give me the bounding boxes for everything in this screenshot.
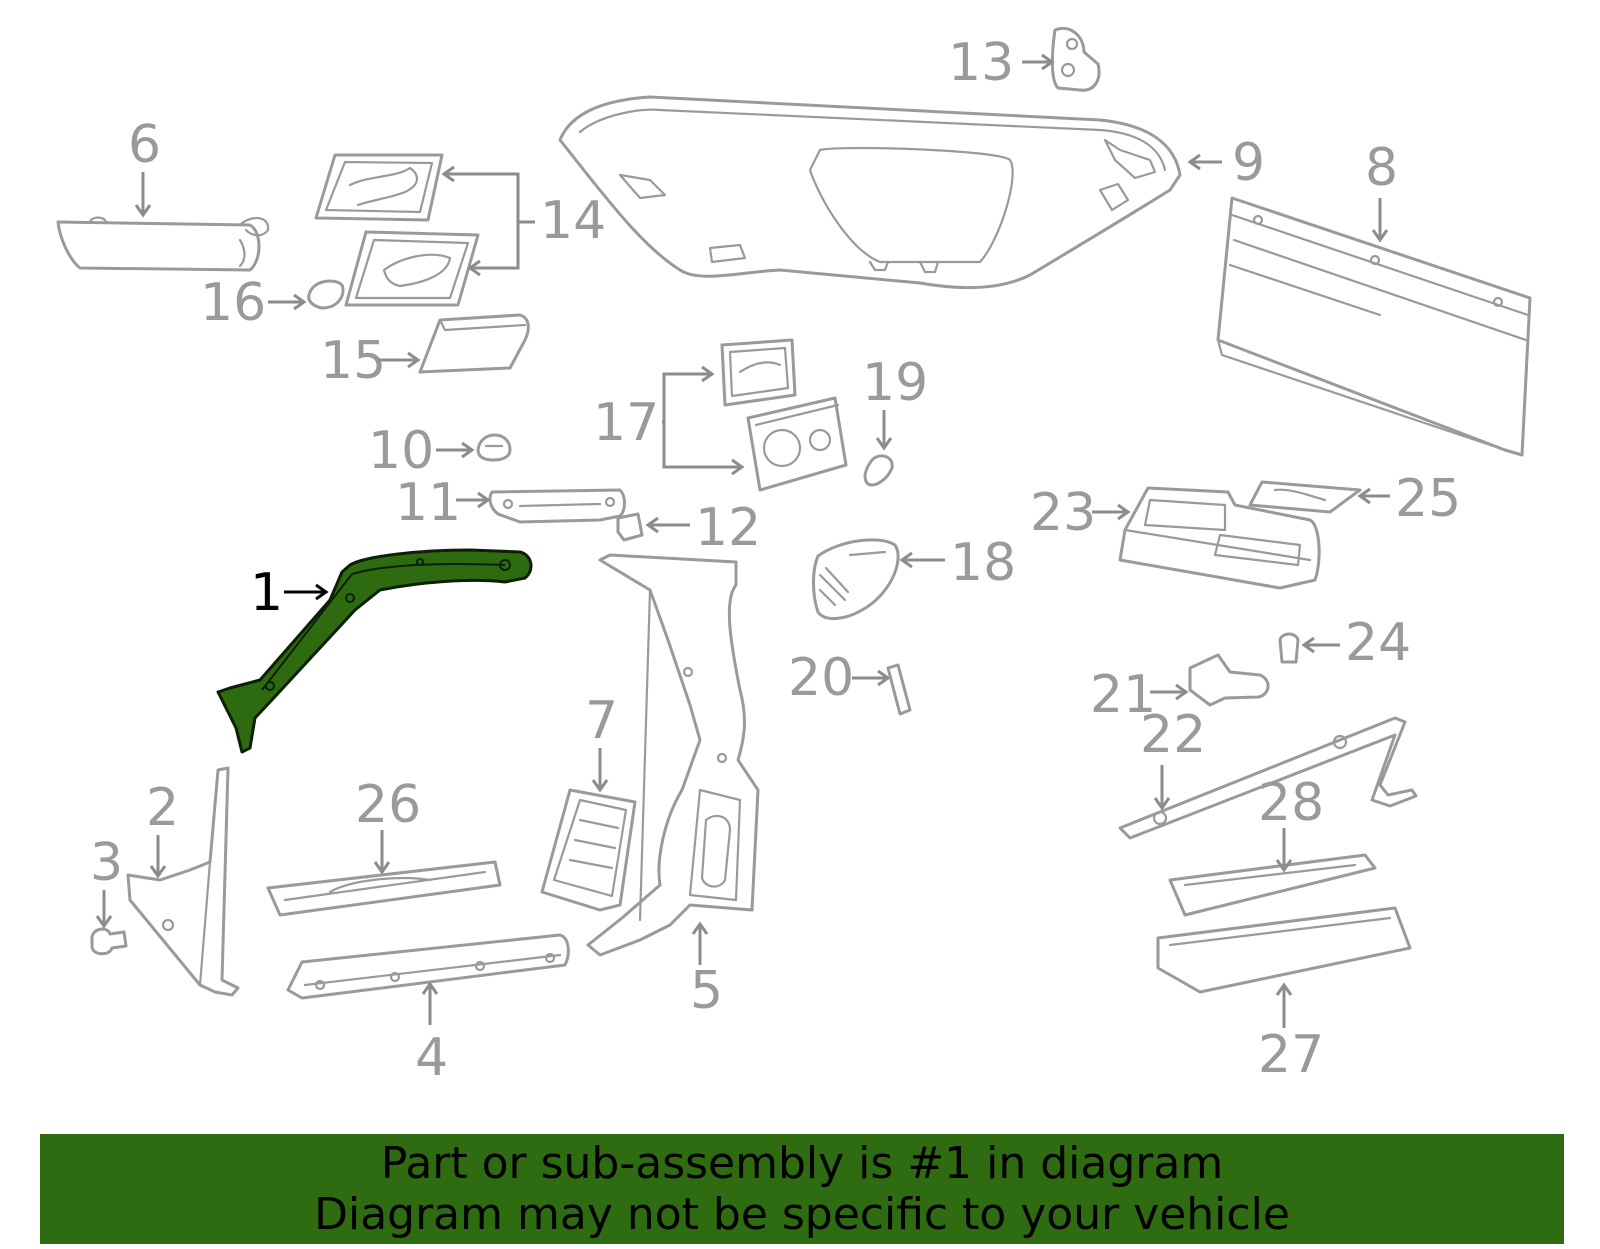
leader-20-arrow [877,669,891,687]
leader-11-arrow [477,491,491,509]
callout-13: 13 [948,33,1014,93]
part-12-cap[interactable] [616,512,644,542]
part-13-coat-hook[interactable] [1050,27,1101,92]
callout-4: 4 [415,1028,448,1088]
callout-15: 15 [320,331,386,391]
leader-14b [470,222,520,270]
callout-20: 20 [788,648,854,708]
leader-14a-arrow [441,165,455,183]
callout-21: 21 [1090,665,1156,725]
callout-10: 10 [368,421,434,481]
banner-line-1: Part or sub-assembly is #1 in diagram [380,1138,1224,1189]
leader-18-arrow [899,551,913,569]
part-17-overhead-console[interactable] [720,338,848,492]
leader-17a [662,372,712,424]
leader-22-arrow [1153,797,1171,811]
part-11-grab-handle[interactable] [488,488,626,524]
leader-4-arrow [421,981,439,995]
callout-27: 27 [1258,1025,1324,1085]
leader-2-arrow [149,865,167,879]
part-22-strap-rod[interactable] [1118,716,1418,840]
leader-14b-arrow [467,259,481,277]
leader-17b-arrow [731,458,745,476]
leader-12-arrow [645,516,659,534]
callout-28: 28 [1258,773,1324,833]
leader-10-arrow [461,441,475,459]
info-banner: Part or sub-assembly is #1 in diagram Di… [40,1134,1564,1244]
leader-25-arrow [1357,487,1371,505]
callout-6: 6 [128,115,161,175]
banner-line-2: Diagram may not be specific to your vehi… [314,1189,1290,1240]
leader-16-arrow [293,293,307,311]
leader-15-arrow [407,351,421,369]
callout-3: 3 [90,833,123,893]
part-23-storage-console[interactable] [1118,486,1321,590]
leader-28-arrow [1275,859,1293,873]
part-25-bracket[interactable] [1248,480,1362,514]
callout-16: 16 [200,273,266,333]
leader-1-arrow [315,583,329,601]
part-3-screw[interactable] [90,927,128,956]
callout-8: 8 [1365,138,1398,198]
leader-23-arrow [1117,503,1131,521]
leader-27-arrow [1275,982,1293,996]
part-19-bulb[interactable] [863,454,894,487]
leader-21-arrow [1175,683,1189,701]
part-15-lamp-housing[interactable] [418,313,530,374]
callout-25: 25 [1395,469,1461,529]
leader-7-arrow [591,779,609,793]
part-7-kick-pad[interactable] [540,788,637,912]
leader-3-arrow [95,915,113,929]
part-4-sill-plate[interactable] [286,933,570,1000]
part-6-sun-visor[interactable] [56,216,270,272]
callout-22: 22 [1140,705,1206,765]
part-14-vanity-mirrors[interactable] [314,153,480,307]
leader-14a [444,172,535,224]
part-26-scuff-plate[interactable] [266,860,502,917]
callout-11: 11 [395,473,461,533]
part-20-bulb[interactable] [886,663,912,716]
part-9-headliner[interactable] [558,95,1182,289]
leader-17a-arrow [701,365,715,383]
part-1-a-pillar-trim[interactable] [216,548,533,754]
leader-13-arrow [1041,53,1055,71]
leader-24-arrow [1301,636,1315,654]
leader-6-arrow [134,204,152,218]
callout-24: 24 [1345,613,1411,673]
leader-8-arrow [1371,229,1389,243]
callout-2: 2 [146,778,179,838]
callout-17: 17 [593,393,659,453]
part-24-push-clip[interactable] [1278,632,1300,664]
callout-1: 1 [250,563,283,623]
part-27-cargo-tray[interactable] [1156,906,1412,994]
callout-7: 7 [585,691,618,751]
callout-12: 12 [695,498,761,558]
callout-14: 14 [540,191,606,251]
callout-9: 9 [1232,133,1265,193]
callout-19: 19 [862,353,928,413]
callout-23: 23 [1030,483,1096,543]
part-8-rear-panel[interactable] [1216,196,1532,457]
part-16-lamp-lens[interactable] [307,279,345,310]
callout-26: 26 [355,775,421,835]
part-5-quarter-trim[interactable] [586,553,760,957]
leader-26-arrow [373,861,391,875]
part-10-clip[interactable] [476,433,512,462]
leader-9-arrow [1187,153,1201,171]
callout-5: 5 [690,961,723,1021]
callout-18: 18 [950,533,1016,593]
leader-17b [662,422,742,469]
part-2-cowl-trim[interactable] [126,766,240,997]
leader-5-arrow [691,921,709,935]
part-18-dome-lamp[interactable] [812,538,900,620]
leader-19-arrow [875,437,893,451]
part-21-hook[interactable] [1188,653,1270,707]
part-28-floor-mat[interactable] [1168,853,1377,917]
